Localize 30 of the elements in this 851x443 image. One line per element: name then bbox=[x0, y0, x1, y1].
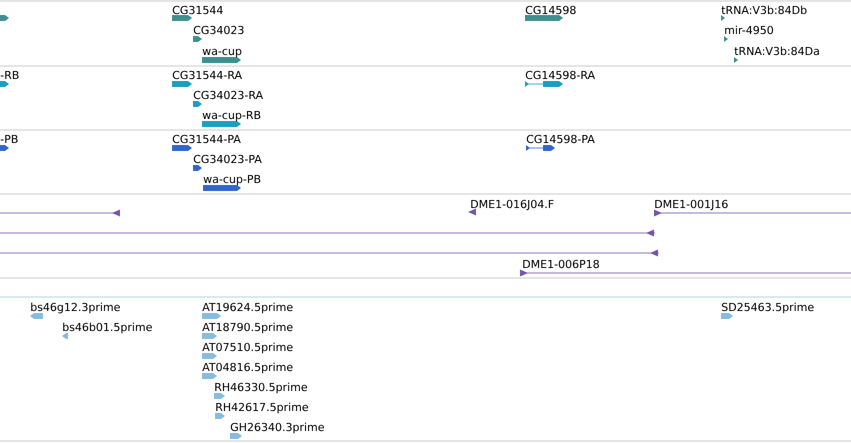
feature-label: CG31544-PA bbox=[172, 134, 241, 144]
feature-label: wa-cup bbox=[202, 48, 242, 58]
feature-label: bs46g12.3prime bbox=[31, 302, 120, 314]
feature-label: tRNA:V3b:84Da bbox=[734, 46, 819, 56]
feature-label: bs46b01.5prime bbox=[63, 322, 152, 334]
feature-label: GH26340.3prime bbox=[230, 422, 324, 434]
feature-label: RH42617.5prime bbox=[216, 402, 308, 414]
feature-label: wa-cup-RB bbox=[202, 110, 260, 122]
feature-label: wa-cup-PB bbox=[204, 174, 260, 186]
feature-label: AT18790.5prime bbox=[202, 322, 293, 334]
feature-label: AT04816.5prime bbox=[202, 362, 293, 374]
feature-label: DME1-016J04.F bbox=[471, 200, 554, 210]
feature-label: RH46330.5prime bbox=[215, 382, 308, 394]
feature-label: -RB bbox=[0, 70, 19, 79]
feature-label: DME1-001J16 bbox=[655, 200, 728, 210]
feature-label: CG34023-PA bbox=[194, 154, 262, 164]
feature-label: CG31544 bbox=[172, 6, 223, 14]
feature-label: CG34023-RA bbox=[194, 90, 263, 100]
feature-label: CG14598 bbox=[526, 6, 576, 14]
feature-label: DME1-006P18 bbox=[523, 260, 599, 268]
feature-label: AT07510.5prime bbox=[202, 342, 293, 354]
feature-label: -PB bbox=[0, 134, 18, 143]
feature-label: CG34023 bbox=[194, 26, 244, 34]
feature-label: SD25463.5prime bbox=[722, 302, 814, 314]
feature-label: CG14598-RA bbox=[526, 70, 595, 80]
feature-label: tRNA:V3b:84Db bbox=[722, 6, 806, 14]
feature-label: CG31544-RA bbox=[172, 70, 242, 80]
feature-label: AT19624.5prime bbox=[202, 302, 293, 314]
feature-label: CG14598-PA bbox=[526, 134, 595, 144]
feature-label: mir-4950 bbox=[725, 26, 774, 34]
